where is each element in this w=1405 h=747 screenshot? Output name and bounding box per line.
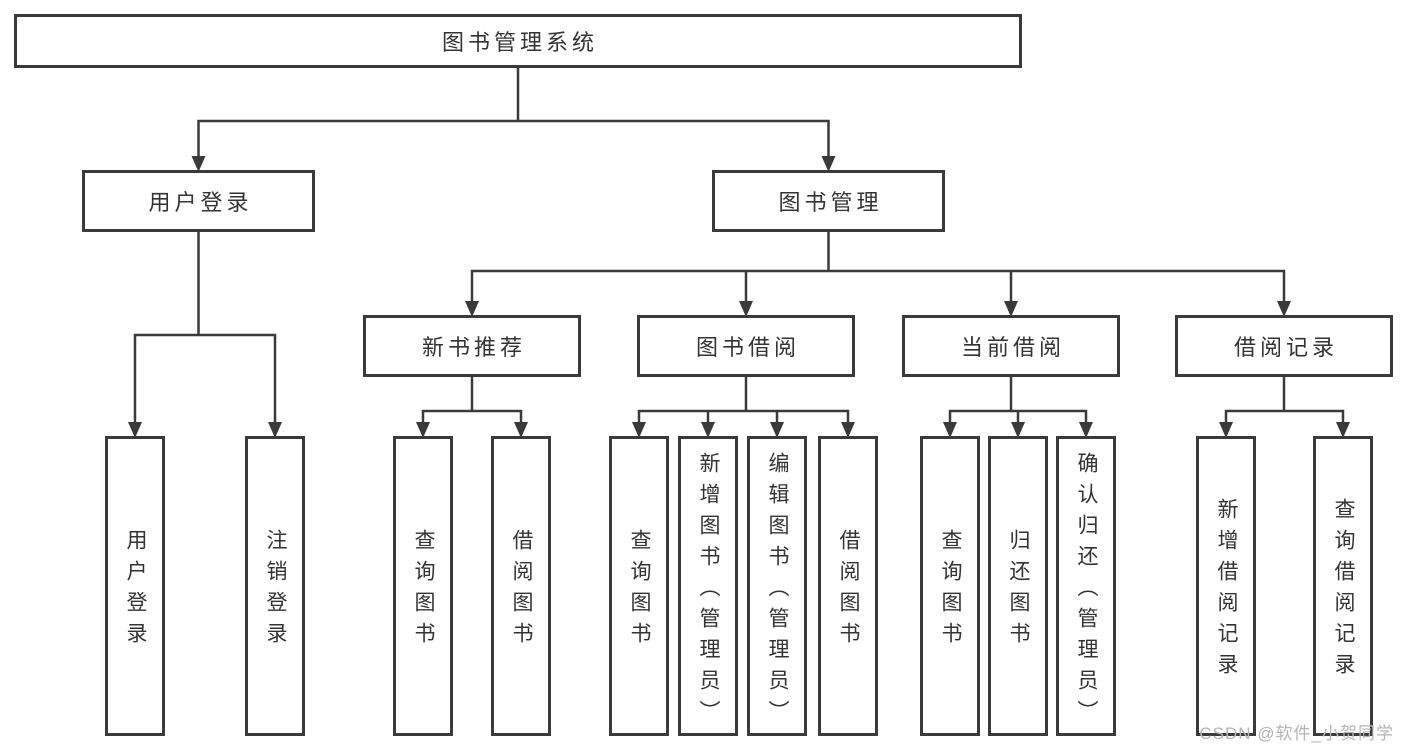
edge-group-user-login <box>133 229 277 428</box>
node-label: 借阅图书 <box>510 529 533 653</box>
arrowhead <box>1277 301 1291 317</box>
arrowhead <box>416 422 430 438</box>
edge-group-borrow-records <box>1224 374 1345 428</box>
node-book-borrow: 图书借阅 <box>637 315 855 377</box>
node-book-mgmt: 图书管理 <box>712 170 945 232</box>
node-label: 注销登录 <box>264 529 287 653</box>
node-label: 借阅图书 <box>837 529 860 653</box>
arrowhead <box>821 156 836 172</box>
node-label: 图书管理系统 <box>441 30 598 55</box>
edge-group-new-book-rec <box>421 374 523 428</box>
node-label: 查询图书 <box>412 529 435 653</box>
node-rcd-query-record: 查询借阅记录 <box>1313 436 1373 736</box>
node-label: 新增借阅记录 <box>1215 498 1238 684</box>
arrowhead <box>841 422 855 438</box>
node-rcd-add-record: 新增借阅记录 <box>1196 436 1256 736</box>
node-rec-query-book: 查询图书 <box>393 436 453 736</box>
node-user-login: 用户登录 <box>82 170 315 232</box>
node-new-book-rec: 新书推荐 <box>363 315 581 377</box>
arrowhead <box>465 301 479 317</box>
node-cur-return-book: 归还图书 <box>988 436 1048 736</box>
node-current-borrow: 当前借阅 <box>902 315 1120 377</box>
arrowhead <box>943 422 957 438</box>
node-label: 图书管理 <box>778 190 883 215</box>
arrowhead <box>770 422 784 438</box>
node-bor-borrow-book: 借阅图书 <box>818 436 878 736</box>
node-cur-confirm-return: 确认归还（管理员） <box>1056 436 1116 736</box>
node-label: 借阅记录 <box>1233 335 1338 360</box>
arrowhead <box>191 156 206 172</box>
arrowhead <box>739 301 753 317</box>
node-borrow-records: 借阅记录 <box>1175 315 1393 377</box>
arrowhead <box>514 422 528 438</box>
node-label: 查询图书 <box>628 529 651 653</box>
node-label: 用户登录 <box>148 190 253 215</box>
arrowhead <box>128 422 142 438</box>
node-bor-add-book: 新增图书（管理员） <box>678 436 738 736</box>
node-label: 用户登录 <box>124 529 147 653</box>
edge-group-book-mgmt <box>470 229 1286 307</box>
arrowhead <box>1004 301 1018 317</box>
edge-group-book-borrow <box>637 374 850 428</box>
node-label: 归还图书 <box>1007 529 1030 653</box>
arrowhead <box>632 422 646 438</box>
arrowhead <box>1011 422 1025 438</box>
arrowhead <box>701 422 715 438</box>
node-label: 新增图书（管理员） <box>697 451 720 731</box>
arrowhead <box>268 422 282 438</box>
node-root: 图书管理系统 <box>14 14 1022 68</box>
node-rec-borrow-book: 借阅图书 <box>491 436 551 736</box>
arrowhead <box>1336 422 1350 438</box>
node-label: 确认归还（管理员） <box>1075 451 1098 731</box>
edge-group-root <box>197 65 830 162</box>
node-bor-edit-book: 编辑图书（管理员） <box>747 436 807 736</box>
arrowhead <box>1219 422 1233 438</box>
node-bor-query-book: 查询图书 <box>609 436 669 736</box>
node-label: 新书推荐 <box>421 335 526 360</box>
node-label: 编辑图书（管理员） <box>766 451 789 731</box>
arrowhead <box>1079 422 1093 438</box>
node-label: 查询借阅记录 <box>1332 498 1355 684</box>
node-cur-query-book: 查询图书 <box>920 436 980 736</box>
edge-group-current-borrow <box>948 374 1088 428</box>
node-login: 用户登录 <box>105 436 165 736</box>
node-logout: 注销登录 <box>245 436 305 736</box>
node-label: 图书借阅 <box>695 335 800 360</box>
node-label: 查询图书 <box>939 529 962 653</box>
node-label: 当前借阅 <box>960 335 1065 360</box>
